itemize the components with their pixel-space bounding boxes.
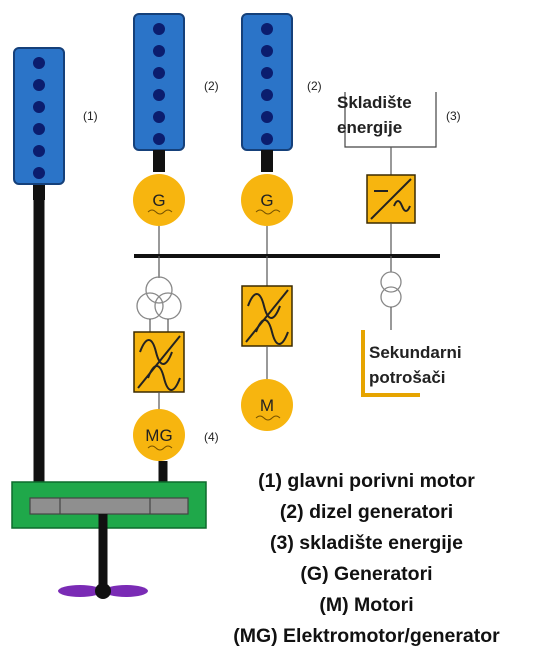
motor-converter bbox=[241, 285, 293, 347]
generator-1-label: G bbox=[152, 191, 165, 210]
legend: (1) glavni porivni motor (2) dizel gener… bbox=[186, 466, 547, 652]
legend-item: (M) Motori bbox=[319, 594, 414, 616]
generator-2: G bbox=[241, 174, 293, 226]
legend-item: (3) skladište energije bbox=[270, 532, 463, 554]
secondary-consumers: Sekundarni potrošači bbox=[361, 330, 462, 397]
legend-item: (2) dizel generatori bbox=[279, 501, 454, 523]
energy-storage-number: (3) bbox=[446, 109, 461, 123]
motor: M bbox=[241, 379, 293, 431]
motor-generator-number: (4) bbox=[204, 430, 219, 444]
motor-generator-label: MG bbox=[145, 426, 172, 445]
gearbox bbox=[11, 481, 207, 529]
secondary-consumers-line2: potrošači bbox=[369, 368, 446, 387]
mg-converter bbox=[133, 331, 185, 393]
motor-generator: MG bbox=[133, 409, 185, 461]
propeller bbox=[58, 514, 148, 599]
diesel-generator-1-number: (2) bbox=[204, 79, 219, 93]
transformer-secondary bbox=[380, 271, 402, 308]
energy-storage: Skladište energije bbox=[337, 92, 437, 148]
legend-item: (1) glavni porivni motor bbox=[258, 470, 475, 492]
energy-storage-line1: Skladište bbox=[337, 93, 412, 112]
diesel-engine-2 bbox=[241, 13, 293, 172]
main-engine-number: (1) bbox=[83, 109, 98, 123]
energy-storage-line2: energije bbox=[337, 118, 402, 137]
diesel-generator-2-number: (2) bbox=[307, 79, 322, 93]
secondary-consumers-line1: Sekundarni bbox=[369, 343, 462, 362]
transformer-3-winding bbox=[136, 276, 182, 320]
legend-item: (G) Generatori bbox=[300, 563, 433, 585]
main-engine bbox=[13, 47, 65, 487]
generator-2-label: G bbox=[260, 191, 273, 210]
diesel-engine-1 bbox=[133, 13, 185, 172]
motor-label: M bbox=[260, 396, 274, 415]
legend-item: (MG) Elektromotor/generator bbox=[233, 625, 500, 647]
storage-converter bbox=[366, 174, 416, 224]
generator-1: G bbox=[133, 174, 185, 226]
